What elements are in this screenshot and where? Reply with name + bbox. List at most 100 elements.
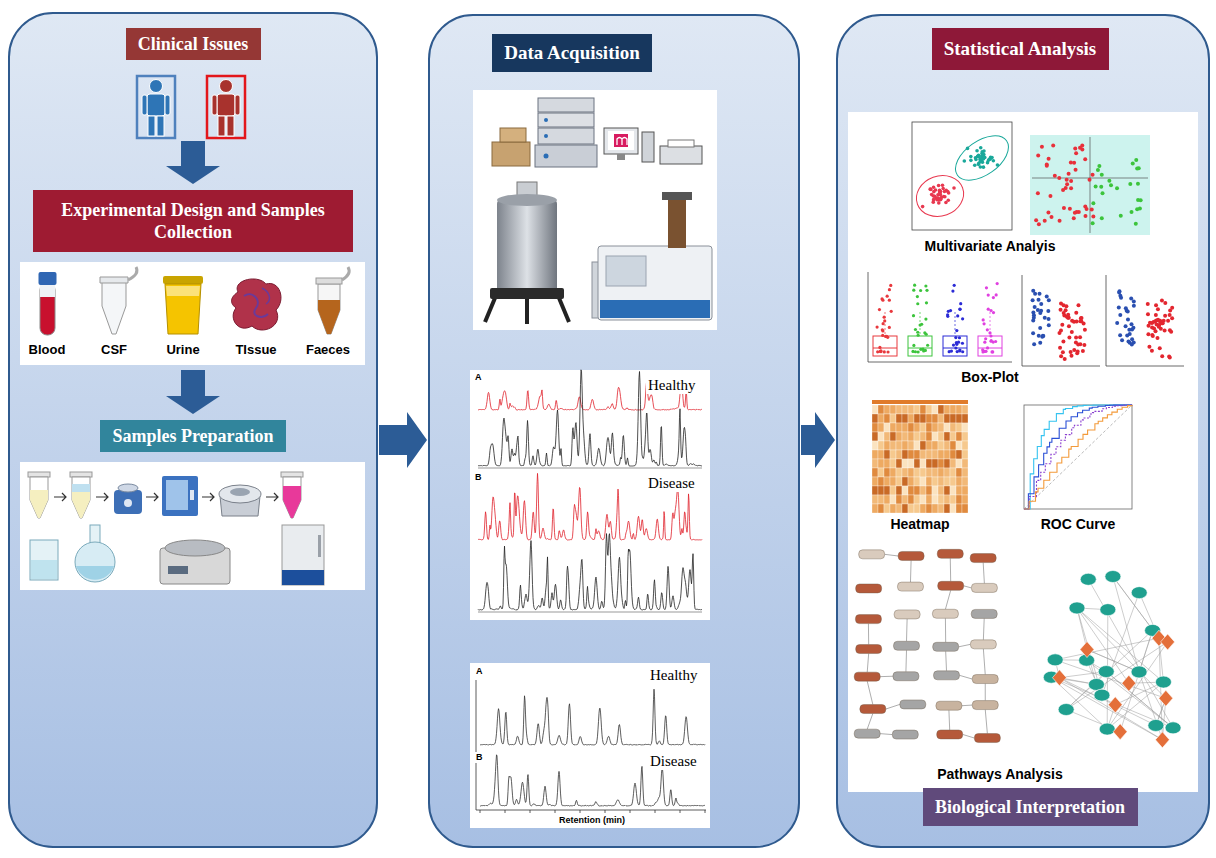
instrument-icons [485, 98, 712, 324]
dot [1074, 311, 1078, 315]
pathway-link [959, 644, 971, 646]
pathway-link [867, 714, 873, 730]
heatmap-cell [944, 441, 950, 450]
pathway-link [945, 618, 946, 642]
white-card [20, 90, 1198, 828]
heatmap-cell [896, 468, 902, 477]
heatmap-cell [914, 414, 920, 423]
heatmap-cell [908, 432, 914, 441]
box-dot [992, 311, 995, 314]
score-dot [1091, 173, 1095, 177]
heatmap-cell [872, 432, 878, 441]
heatmap-cell [944, 450, 950, 459]
dot [1152, 320, 1156, 324]
heatmap-cell [896, 441, 902, 450]
network-link [1055, 638, 1159, 660]
heatmap-cell [908, 468, 914, 477]
heatmap-cell [938, 450, 944, 459]
preparation-icons-part [118, 484, 138, 492]
heatmap-cell [944, 486, 950, 495]
pathway-link [948, 710, 950, 730]
heatmap-cell [908, 414, 914, 423]
axis-line [1022, 275, 1023, 366]
patient-icons-part [157, 116, 164, 136]
dot [1067, 336, 1071, 340]
patient-icons-part [227, 116, 234, 136]
score-dot [934, 188, 938, 192]
heatmap-cell [884, 450, 890, 459]
pathway-node [972, 701, 998, 710]
heatmap-cell [920, 441, 926, 450]
axis-line [476, 680, 477, 810]
box-dot [916, 302, 919, 305]
network-node [1100, 604, 1116, 616]
heatmap-cell [932, 495, 938, 504]
heatmap-cell [896, 459, 902, 468]
heatmap-cell [956, 441, 962, 450]
network-node [1058, 704, 1074, 716]
network-link [1106, 672, 1173, 728]
box-dot [947, 310, 950, 313]
axis-tick [705, 810, 706, 813]
pathway-link [885, 554, 898, 556]
box-dot [925, 301, 928, 304]
network-node [1047, 654, 1063, 666]
box-dot [889, 284, 892, 287]
axis-tick [480, 810, 481, 813]
pathway-node [856, 584, 882, 593]
roc-curve [1024, 405, 1132, 509]
heatmap-cell [896, 414, 902, 423]
dot [1124, 306, 1128, 310]
heatmap-cell [926, 405, 932, 414]
heading-text: Experimental Design and Samples Collecti… [45, 199, 341, 244]
preparation-icons-part [72, 484, 90, 492]
preparation-icons [28, 472, 324, 585]
heatmap-cell [884, 423, 890, 432]
heatmap-cell [956, 504, 962, 513]
pathway-node [898, 551, 924, 560]
heatmap-cell [956, 495, 962, 504]
dot [1120, 338, 1124, 342]
preparation-icons-part [30, 477, 48, 518]
preparation-icons-part [283, 477, 301, 518]
heatmap-cell [920, 495, 926, 504]
heatmap-cell [878, 441, 884, 450]
dot [1038, 326, 1042, 330]
box-dot [946, 313, 949, 316]
box-dot [926, 344, 929, 347]
score-dot [966, 147, 970, 151]
flow-arrow [801, 412, 835, 468]
box-median [978, 348, 1002, 349]
dot [1032, 316, 1036, 320]
score-dot [1069, 186, 1073, 190]
box-dot [916, 295, 919, 298]
dot [1126, 339, 1130, 343]
pathway-link [985, 684, 986, 701]
dot [1163, 328, 1167, 332]
dot [1081, 349, 1085, 353]
network-link [1077, 608, 1166, 698]
dot [1163, 314, 1167, 318]
heatmap-cell [890, 414, 896, 423]
score-dot [1074, 168, 1078, 172]
caption-label: A [474, 666, 485, 677]
pathway-link [962, 705, 972, 707]
heatmap-cell [896, 495, 902, 504]
heatmap-cell [950, 405, 956, 414]
heatmap-cell [902, 450, 908, 459]
heatmap-cell [878, 486, 884, 495]
caption-label: Disease [648, 752, 699, 770]
heatmap-cell [938, 414, 944, 423]
box-dot [890, 310, 893, 313]
score-dot [1047, 157, 1051, 161]
box-dot [912, 289, 915, 292]
pathway-node [854, 672, 880, 681]
score-dot [969, 159, 973, 163]
score-dot [1078, 146, 1082, 150]
score-dot [1068, 207, 1072, 211]
heatmap-cell [914, 486, 920, 495]
box-dot [950, 350, 953, 353]
score-dot [1115, 186, 1119, 190]
preparation-icons-part [168, 566, 188, 574]
caption-label: Faeces [304, 342, 352, 358]
